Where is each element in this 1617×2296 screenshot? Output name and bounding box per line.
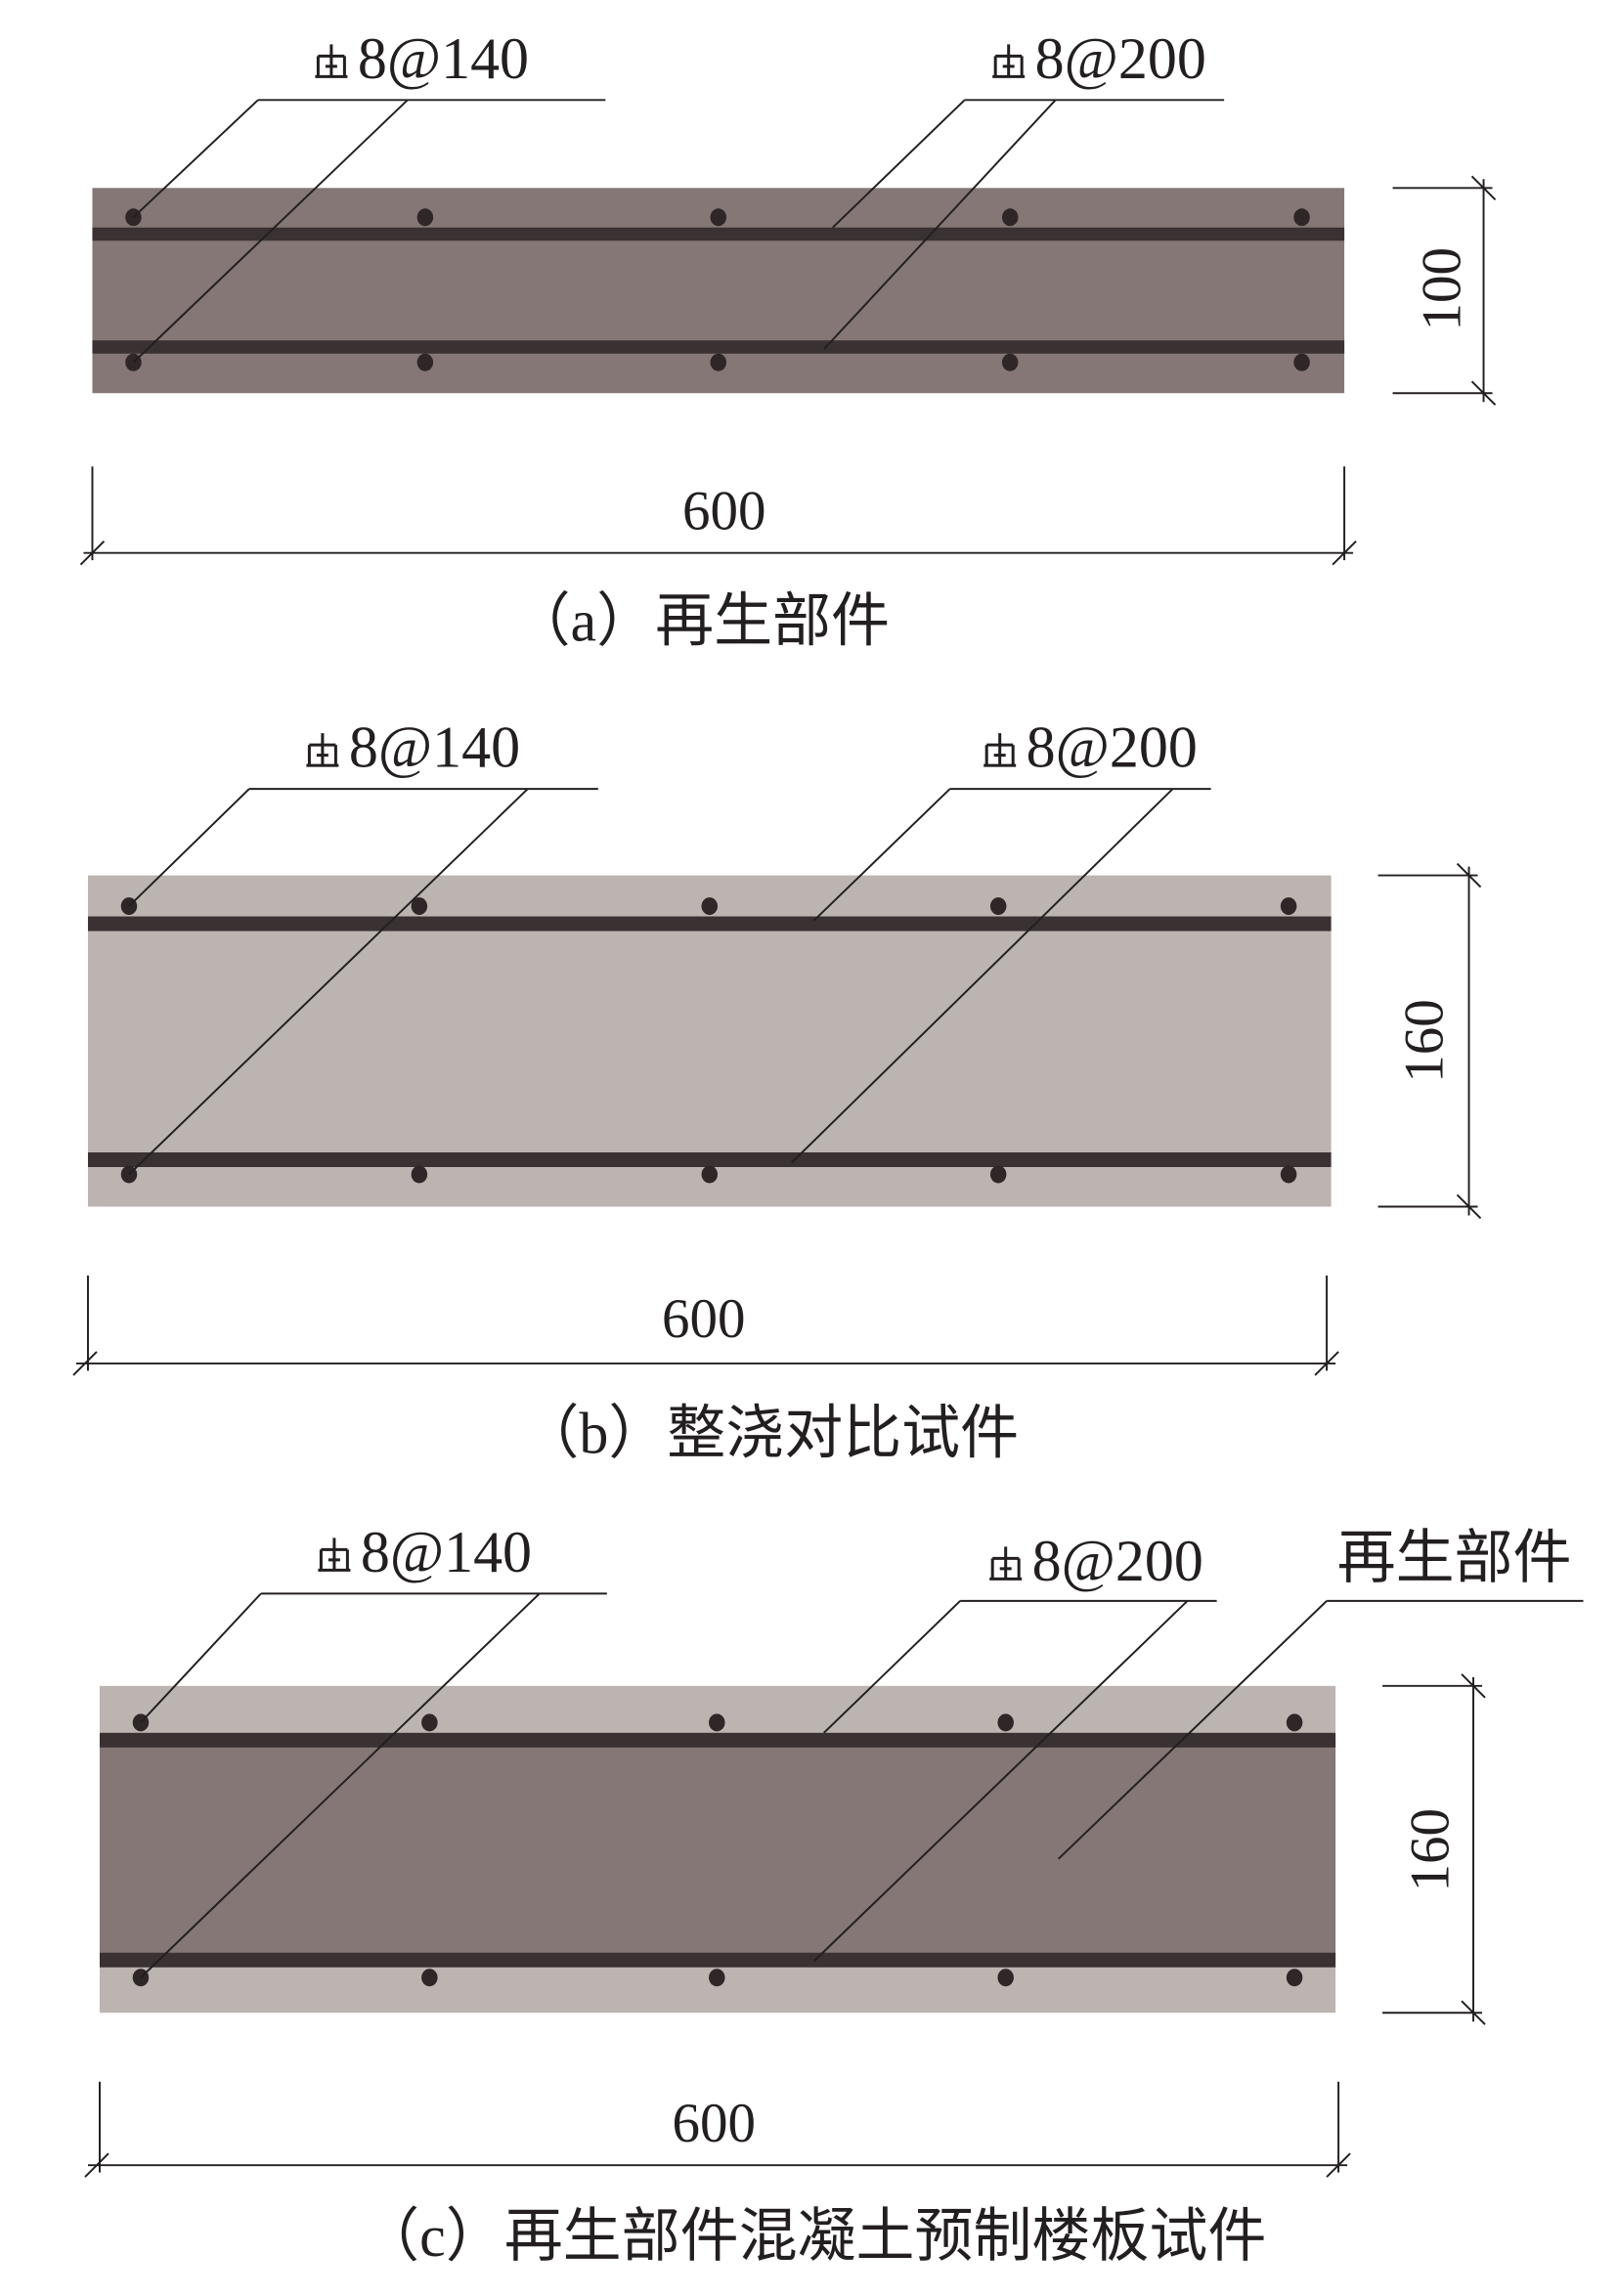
rebar-symbol-icon bbox=[987, 1544, 1024, 1581]
rebar-cross-section bbox=[1293, 208, 1310, 227]
rebar-cross-section bbox=[1280, 1165, 1297, 1184]
rebar-symbol-icon bbox=[316, 1536, 352, 1572]
bottom-rebar bbox=[99, 1952, 1336, 1968]
rebar-cross-section bbox=[416, 353, 434, 371]
height-dimension-line bbox=[1392, 175, 1497, 406]
transverse-rebars bbox=[125, 208, 1310, 371]
leader-lines bbox=[132, 99, 1225, 364]
width-dimension: 600 bbox=[662, 1288, 745, 1350]
top-rebar bbox=[99, 1732, 1336, 1748]
recycled-component bbox=[99, 1740, 1336, 1961]
transverse-rebars bbox=[132, 1713, 1303, 1987]
height-dimension: 100 bbox=[1412, 247, 1473, 330]
width-dimension-line bbox=[79, 466, 1357, 566]
rebar-cross-section bbox=[997, 1969, 1014, 1987]
rebar-cross-section bbox=[997, 1713, 1014, 1732]
bottom-rebar bbox=[87, 1151, 1332, 1167]
bottom-rebar bbox=[92, 340, 1345, 354]
caption: （a）再生部件 bbox=[512, 589, 890, 654]
rebar-cross-section bbox=[416, 208, 434, 227]
rebar-cross-section bbox=[411, 1165, 428, 1184]
width-dimension-line bbox=[72, 1275, 1339, 1376]
rebar-cross-section bbox=[709, 1713, 725, 1732]
panel-b: 8@140 8@200 160 600 （b）整浇对比试件 bbox=[72, 715, 1482, 1465]
rebar-symbol-icon bbox=[990, 42, 1027, 78]
rebar-cross-section bbox=[421, 1969, 438, 1987]
bottom-rebar-label: 8@200 bbox=[1032, 1529, 1203, 1593]
rebar-cross-section bbox=[1280, 897, 1297, 916]
rebar-symbol-icon bbox=[304, 731, 340, 767]
rebar-cross-section bbox=[1001, 208, 1019, 227]
height-dimension: 160 bbox=[1394, 999, 1456, 1082]
width-dimension: 600 bbox=[682, 481, 765, 542]
rebar-symbol-icon bbox=[313, 42, 349, 78]
top-rebar-label: 8@140 bbox=[349, 715, 520, 780]
bottom-rebar-label: 8@200 bbox=[1027, 715, 1198, 780]
leader-lines bbox=[140, 1592, 1584, 1978]
rebar-cross-section bbox=[710, 208, 727, 227]
height-dimension-line bbox=[1377, 862, 1482, 1220]
top-rebar bbox=[92, 227, 1345, 241]
panel-a: 8@140 8@200 100 600 （a）再生部件 bbox=[79, 26, 1497, 654]
rebar-cross-section bbox=[701, 897, 719, 916]
rebar-cross-section bbox=[421, 1713, 438, 1732]
rebar-cross-section bbox=[989, 897, 1007, 916]
rebar-cross-section bbox=[701, 1165, 719, 1184]
rebar-cross-section bbox=[1286, 1969, 1303, 1987]
width-dimension-line bbox=[84, 2081, 1351, 2178]
rebar-cross-section bbox=[989, 1165, 1007, 1184]
component-label: 再生部件 bbox=[1337, 1526, 1572, 1590]
panel-c: 8@140 8@200 再生部件 160 600 （c）再生部件混凝土预制楼板试… bbox=[84, 1520, 1584, 2269]
top-rebar-label: 8@140 bbox=[361, 1520, 532, 1584]
caption: （b）整浇对比试件 bbox=[520, 1401, 1019, 1465]
height-dimension-line bbox=[1382, 1673, 1486, 2025]
bottom-rebar-label: 8@200 bbox=[1035, 26, 1206, 91]
rebar-cross-section bbox=[1286, 1713, 1303, 1732]
rebar-cross-section bbox=[710, 353, 727, 371]
caption: （c）再生部件混凝土预制楼板试件 bbox=[361, 2204, 1266, 2269]
rebar-cross-section bbox=[709, 1969, 725, 1987]
height-dimension: 160 bbox=[1400, 1808, 1462, 1891]
width-dimension: 600 bbox=[673, 2093, 756, 2154]
rebar-cross-section bbox=[1001, 353, 1019, 371]
leader-lines bbox=[128, 788, 1211, 1176]
rebar-cross-section bbox=[411, 897, 428, 916]
top-rebar-label: 8@140 bbox=[358, 26, 529, 91]
rebar-symbol-icon bbox=[982, 731, 1018, 767]
rebar-cross-section bbox=[1293, 353, 1310, 371]
top-rebar bbox=[87, 916, 1332, 931]
